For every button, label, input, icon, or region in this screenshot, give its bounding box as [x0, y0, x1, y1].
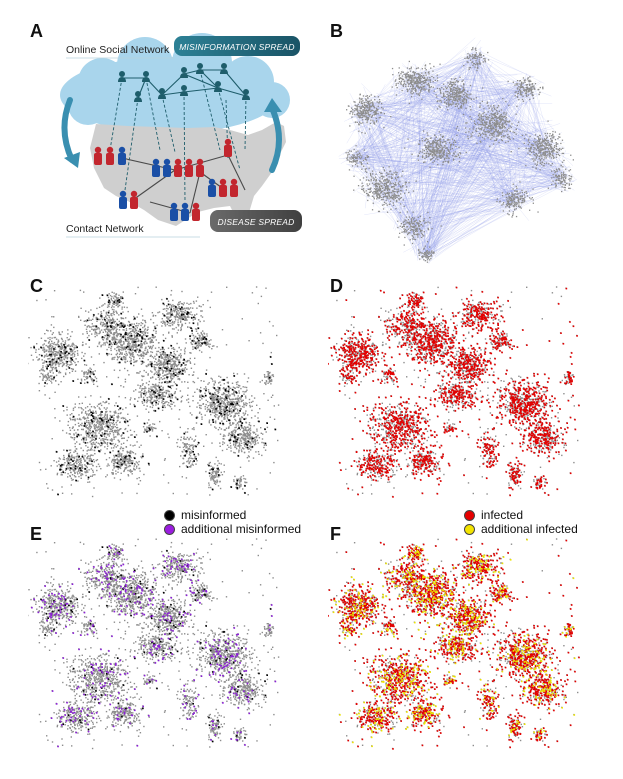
legend-swatch — [464, 523, 475, 535]
legend-item-misinformed: misinformed — [164, 508, 301, 522]
feedback-arrow-right — [264, 98, 282, 173]
legend-item-infected: infected — [464, 508, 578, 522]
disease-badge — [210, 210, 302, 232]
panel-b-svg — [338, 37, 578, 264]
legend-item-additional-infected: additional infected — [464, 522, 578, 536]
legend-item-additional-misinformed: additional misinformed — [164, 522, 301, 536]
panel-c-misinformed-map — [28, 278, 288, 506]
panel-f-additional-infected-map — [328, 530, 588, 758]
panel-e-additional-nodes — [31, 545, 277, 748]
panel-label-a: A — [30, 22, 43, 40]
panel-label-e: E — [30, 525, 42, 543]
legend-label: misinformed — [181, 509, 246, 521]
contact-network-label: Contact Network — [66, 223, 144, 235]
legend-misinformation: misinformed additional misinformed — [164, 508, 301, 536]
contact-network-edges — [121, 154, 246, 214]
disease-badge-label: DISEASE SPREAD — [210, 217, 302, 227]
misinformation-badge-label: MISINFORMATION SPREAD — [174, 42, 300, 52]
legend-label: infected — [481, 509, 523, 521]
panel-c-svg — [28, 286, 280, 498]
legend-label: additional misinformed — [181, 523, 301, 535]
panel-e-svg — [28, 538, 280, 750]
panel-f-additional-nodes — [332, 538, 576, 748]
online-network-label: Online Social Network — [66, 44, 169, 56]
panel-d-highlight-nodes — [328, 286, 580, 498]
legend-label: additional infected — [481, 523, 578, 535]
panel-e-highlight-nodes — [40, 546, 272, 743]
panel-f-svg — [328, 538, 580, 750]
panel-label-c: C — [30, 277, 43, 295]
panel-d-svg — [328, 286, 580, 498]
panel-b-network-graph — [325, 28, 585, 264]
legend-swatch — [464, 509, 475, 521]
panel-e-additional-misinformed-map — [28, 530, 288, 758]
panel-label-d: D — [330, 277, 343, 295]
panel-label-b: B — [330, 22, 343, 40]
panel-c-highlight-nodes — [33, 294, 277, 496]
legend-infection: infected additional infected — [464, 508, 578, 536]
panel-a-svg — [60, 33, 302, 238]
feedback-arrow-left — [61, 97, 80, 168]
contact-network-people — [94, 138, 238, 221]
misinformation-badge — [174, 36, 300, 56]
panel-a-schematic: Online Social Network MISINFORMATION SPR… — [50, 30, 320, 250]
legend-swatch — [164, 523, 175, 535]
social-network-people — [118, 63, 250, 102]
panel-b-nodes — [345, 47, 574, 263]
legend-swatch — [164, 509, 175, 521]
panel-label-f: F — [330, 525, 341, 543]
panel-d-infected-map — [328, 278, 588, 506]
